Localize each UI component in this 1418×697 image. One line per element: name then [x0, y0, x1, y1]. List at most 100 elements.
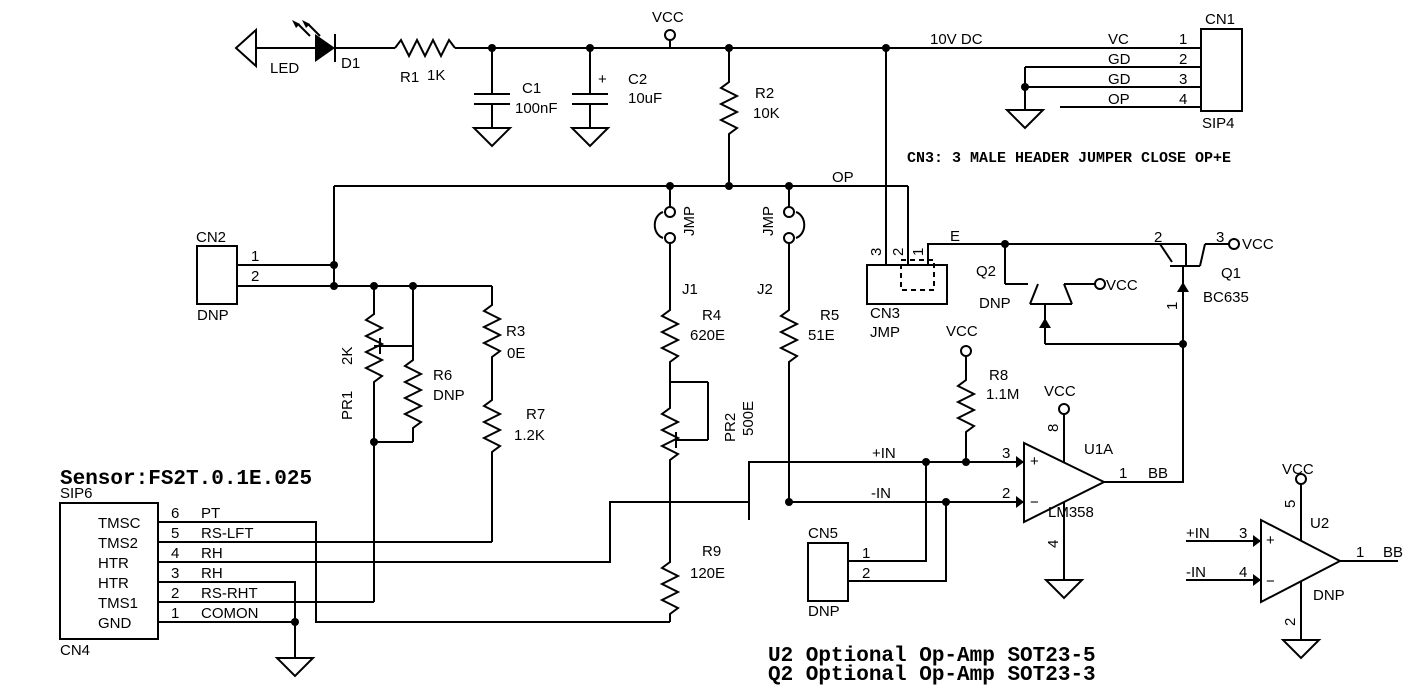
cn4-net-3: RH	[201, 565, 223, 582]
q2-transistor	[1004, 244, 1183, 345]
cn4-num-5: 5	[171, 525, 179, 542]
u2-pin-g: 2	[1282, 618, 1299, 626]
jmp2-label: JMP	[760, 206, 777, 236]
u1-pin-p: 3	[1002, 445, 1010, 462]
cn1-pin1-num: 1	[1179, 31, 1187, 48]
r5-resistor	[778, 302, 800, 502]
r8-value: 1.1M	[986, 386, 1019, 403]
cn1-pin1-net: VC	[1108, 31, 1129, 48]
r6-value: DNP	[433, 387, 465, 404]
u2-label: U2	[1310, 515, 1329, 532]
ground-icon	[471, 127, 513, 148]
cn1-pin4-net: OP	[1108, 91, 1130, 108]
u1-vcc: VCC	[1044, 383, 1076, 400]
led-label: LED	[270, 60, 299, 77]
jmp1-label: JMP	[681, 206, 698, 236]
cn3-pin1: 1	[910, 248, 927, 256]
net-bb: BB	[1148, 465, 1168, 482]
c1-value: 100nF	[515, 100, 558, 117]
ground-icon	[1004, 109, 1046, 130]
cn4-num-3: 3	[171, 565, 179, 582]
q1-pin-c: 3	[1216, 229, 1224, 246]
pr1-value: 2K	[339, 347, 356, 365]
q2-note: Q2 Optional Op-Amp SOT23-3	[768, 664, 1096, 687]
cn4-net-2: RS-RHT	[201, 585, 258, 602]
cn3-type: JMP	[870, 324, 900, 341]
u2-pin-o: 1	[1356, 544, 1364, 561]
cn5-connector	[807, 542, 849, 602]
cn4-connector	[59, 502, 159, 640]
pr2-potentiometer	[659, 381, 709, 540]
vcc-terminal	[960, 345, 972, 357]
cn2-label: CN2	[196, 229, 226, 246]
cn1-pin2-net: GD	[1108, 51, 1131, 68]
r8-label: R8	[989, 367, 1008, 384]
q1-value: BC635	[1203, 289, 1249, 306]
u1-pin-g: 4	[1045, 540, 1062, 548]
cn4-net-1: COMON	[201, 605, 259, 622]
r8-vcc: VCC	[946, 323, 978, 340]
r1-value: 1K	[427, 67, 445, 84]
q2-vcc: VCC	[1106, 277, 1138, 294]
c1-capacitor	[471, 48, 513, 148]
q1-vcc: VCC	[1242, 236, 1274, 253]
cn1-pin3-num: 3	[1179, 71, 1187, 88]
q2-label: Q2	[976, 263, 996, 280]
r9-resistor	[659, 540, 681, 622]
pr2-value: 500E	[740, 401, 757, 436]
pr2-label: PR2	[722, 413, 739, 442]
u2-opamp	[1186, 473, 1398, 660]
j1-label: J1	[682, 281, 698, 298]
vcc-terminal	[664, 29, 676, 41]
r6-resistor	[402, 286, 424, 442]
net-in-plus: +IN	[872, 445, 896, 462]
cn4-num-4: 4	[171, 545, 179, 562]
r2-resistor	[718, 48, 740, 186]
cn2-type: DNP	[197, 307, 229, 324]
vcc-label-top: VCC	[652, 9, 684, 26]
cn3-label: CN3	[870, 305, 900, 322]
u1-minus: −	[1030, 494, 1039, 511]
r6-label: R6	[433, 367, 452, 384]
r5-label: R5	[820, 307, 839, 324]
u1-pin-n: 2	[1002, 485, 1010, 502]
r2-label: R2	[755, 85, 774, 102]
cn1-pin4-num: 4	[1179, 91, 1187, 108]
r9-value: 120E	[690, 565, 725, 582]
sensor-title: Sensor:FS2T.0.1E.025	[60, 468, 312, 491]
r4-resistor	[659, 302, 681, 382]
net-op: OP	[832, 169, 854, 186]
r1-resistor	[394, 37, 456, 59]
net-10v-dc: 10V DC	[930, 31, 983, 48]
u2-pin-n: 4	[1239, 564, 1247, 581]
u2-pin-p: 3	[1239, 525, 1247, 542]
cn3-pin3: 3	[868, 248, 885, 256]
c1-label: C1	[522, 80, 541, 97]
cn4-sig-5: TMS2	[98, 535, 138, 552]
cn1-pin2-num: 2	[1179, 51, 1187, 68]
cn2-pin1: 1	[251, 248, 259, 265]
r7-resistor	[481, 390, 503, 542]
q1-label: Q1	[1221, 265, 1241, 282]
cn3-pin2: 2	[890, 248, 907, 256]
cn1-type: SIP4	[1202, 115, 1235, 132]
cn1-connector	[1200, 28, 1243, 112]
cn3-connector	[866, 264, 948, 305]
cn4-sig-1: GND	[98, 615, 132, 632]
q1-transistor	[1159, 238, 1240, 483]
r9-label: R9	[702, 543, 721, 560]
u1-plus: +	[1030, 453, 1039, 470]
r3-label: R3	[506, 323, 525, 340]
r2-value: 10K	[753, 105, 780, 122]
r4-label: R4	[702, 307, 721, 324]
u2-value: DNP	[1313, 587, 1345, 604]
ground-icon	[1043, 579, 1085, 600]
q2-value: DNP	[979, 295, 1011, 312]
r8-resistor	[955, 356, 977, 462]
cn4-label: CN4	[60, 642, 90, 659]
r7-label: R7	[526, 406, 545, 423]
u2-plus: +	[1266, 532, 1275, 549]
cn3-note: CN3: 3 MALE HEADER JUMPER CLOSE OP+E	[907, 150, 1231, 167]
cn5-pin1: 1	[862, 545, 870, 562]
